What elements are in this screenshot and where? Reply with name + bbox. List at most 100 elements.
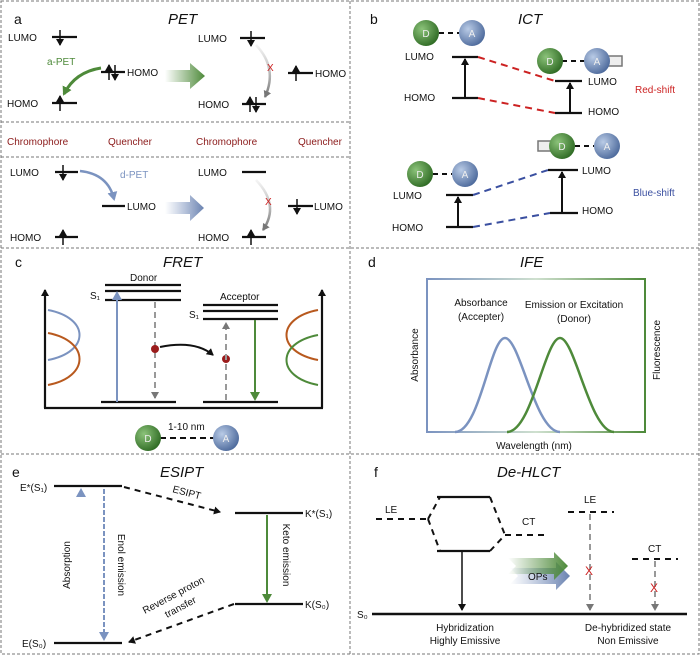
ct-label: CT: [648, 544, 661, 555]
panel-d-ife: d IFE Absorbance (Accepter) Emission or …: [368, 254, 663, 452]
acceptor-label: A: [223, 434, 230, 445]
emission-curve: [506, 336, 615, 434]
lumo-label: LUMO: [198, 34, 227, 45]
panel-title: IFE: [520, 254, 544, 271]
panel-title: De-HLCT: [497, 464, 562, 481]
donor-sphere: [413, 20, 439, 46]
donor-label: D: [558, 142, 565, 153]
ground-state-label: S₀: [357, 610, 368, 621]
absorbance-label: (Accepter): [458, 312, 504, 323]
ops-green-arrow: [508, 552, 568, 580]
dehybridized-label: De-hybridized state: [585, 623, 672, 634]
donor-sphere: [407, 161, 433, 187]
keto-emission-label: Keto emission: [280, 524, 291, 587]
homo-label: HOMO: [588, 107, 619, 118]
acceptor-label: A: [604, 142, 611, 153]
acceptor-sphere: [213, 425, 239, 451]
blue-shift-label: Blue-shift: [633, 188, 675, 199]
s1-label: S₁: [189, 310, 200, 321]
chromophore-label: Chromophore: [196, 137, 258, 148]
blocked-x-icon: X: [265, 197, 272, 208]
lumo-label: LUMO: [10, 168, 39, 179]
acceptor-emission-curve: [285, 334, 319, 386]
ct-label: CT: [522, 517, 535, 528]
d-pet-label: d-PET: [120, 170, 148, 181]
blocked-arrow: [255, 44, 272, 98]
acceptor-absorption-curve: [47, 332, 81, 386]
donor-sphere: [135, 425, 161, 451]
lumo-label: LUMO: [127, 202, 156, 213]
acceptor-label: A: [469, 29, 476, 40]
panel-b-ict: b ICT D A LUMO HOMO D A LUMO HOMO Red-sh…: [370, 11, 675, 234]
panel-letter: e: [12, 464, 20, 480]
acceptor-sphere: [594, 133, 620, 159]
dehybridized-label: Non Emissive: [597, 636, 659, 647]
chromophore-label: Chromophore: [7, 137, 69, 148]
lumo-label: LUMO: [393, 191, 422, 202]
quencher-label: Quencher: [108, 137, 153, 148]
x-axis-label: Wavelength (nm): [496, 441, 572, 452]
homo-label: HOMO: [392, 223, 423, 234]
acceptor-sphere: [584, 48, 610, 74]
homo-label: HOMO: [582, 206, 613, 217]
esipt-label: ESIPT: [171, 484, 202, 502]
donor-sphere: [549, 133, 575, 159]
homo-label: HOMO: [404, 93, 435, 104]
panel-letter: d: [368, 254, 376, 270]
panel-letter: a: [14, 11, 22, 27]
a-pet-label: a-PET: [47, 57, 75, 68]
y-axis-right-label: Fluorescence: [652, 320, 663, 380]
panel-title: PET: [168, 11, 199, 28]
donor-emission-curve: [47, 309, 81, 361]
donor-sphere: [537, 48, 563, 74]
quencher-label: Quencher: [298, 137, 343, 148]
panel-title: ICT: [518, 11, 544, 28]
ops-label: OPs: [528, 572, 547, 583]
keto-ground-label: K(S₀): [305, 600, 329, 611]
donor-label: Donor: [130, 273, 158, 284]
lumo-label: LUMO: [198, 168, 227, 179]
panel-title: FRET: [163, 254, 204, 271]
blocked-arrow: [255, 179, 272, 231]
red-shift-label: Red-shift: [635, 85, 675, 96]
d-pet-arrow: [79, 169, 118, 201]
blue-transition-arrow: [165, 195, 204, 221]
lumo-label: LUMO: [8, 33, 37, 44]
panel-f-dehlct: f De-HLCT LE CT S₀ OPs LE X CT X Hybridi…: [357, 464, 687, 647]
absorbance-label: Absorbance: [454, 298, 508, 309]
a-pet-arrow: [62, 66, 102, 96]
homo-label: HOMO: [10, 233, 41, 244]
donor-label: D: [416, 170, 423, 181]
acceptor-curve: [285, 309, 319, 361]
homo-label: HOMO: [198, 233, 229, 244]
absorption-label: Absorption: [62, 541, 73, 589]
blocked-x-icon: X: [650, 581, 658, 595]
le-label: LE: [385, 505, 398, 516]
enol-emission-label: Enol emission: [115, 534, 126, 596]
distance-label: 1-10 nm: [168, 422, 205, 433]
hybridization-label: Hybridization: [436, 623, 494, 634]
enol-excited-label: E*(S₁): [20, 483, 47, 494]
homo-label: HOMO: [127, 68, 158, 79]
panel-letter: f: [374, 464, 378, 480]
lumo-label: LUMO: [582, 166, 611, 177]
substituent-box: [607, 55, 623, 67]
donor-label: D: [422, 29, 429, 40]
emission-label: Emission or Excitation: [525, 300, 623, 311]
acceptor-label: A: [462, 170, 469, 181]
lumo-label: LUMO: [588, 77, 617, 88]
energy-transfer-arrow: [159, 343, 214, 356]
acceptor-sphere: [452, 161, 478, 187]
homo-label: HOMO: [7, 99, 38, 110]
energy-dot: [151, 345, 159, 353]
lumo-label: LUMO: [405, 52, 434, 63]
blocked-x-icon: X: [585, 564, 593, 578]
acceptor-label: Acceptor: [220, 292, 260, 303]
panel-a-pet: a PET LUMO HOMO HOMO a-PET LUMO HOMO HOM…: [7, 11, 346, 245]
absorbance-curve: [454, 336, 561, 434]
homo-label: HOMO: [315, 69, 346, 80]
keto-excited-label: K*(S₁): [305, 509, 332, 520]
panel-title: ESIPT: [160, 464, 205, 481]
panel-c-fret: c FRET Donor S₁ Acceptor S₁ 1-10 nm D A: [15, 254, 326, 451]
